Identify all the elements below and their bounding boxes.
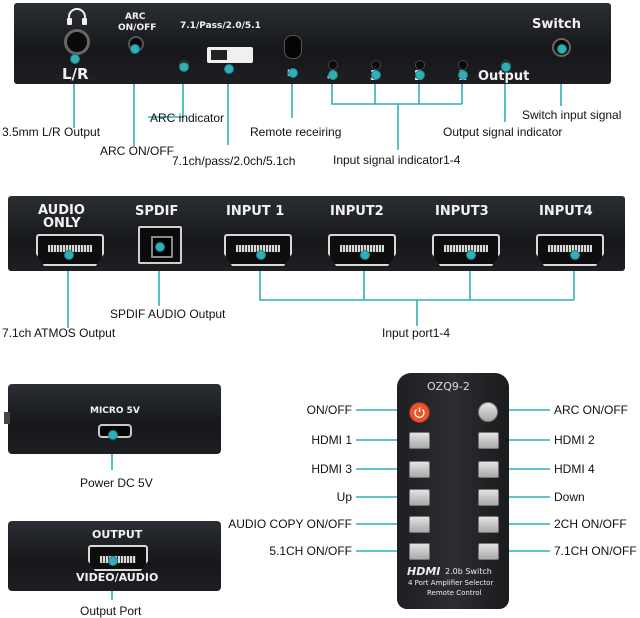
back-panel: AUDIO ONLY SPDIF INPUT 1 INPUT2 INPUT3 I… — [8, 196, 625, 271]
silk-arc: ARC — [125, 12, 146, 22]
silk-spdif: SPDIF — [135, 204, 179, 219]
ir-receiver — [284, 35, 302, 59]
remote-down-button[interactable] — [478, 489, 499, 506]
remote-label-down: Down — [554, 490, 585, 504]
remote-power-button[interactable] — [409, 402, 430, 423]
remote-7-1ch-button[interactable] — [478, 543, 499, 560]
headphone-icon — [67, 8, 87, 25]
spdif-optical-port[interactable] — [138, 226, 182, 264]
hdmi-output-port[interactable] — [88, 545, 148, 571]
callout-lr-output: 3.5mm L/R Output — [2, 125, 101, 139]
power-icon — [414, 407, 425, 418]
remote-label-hdmi2: HDMI 2 — [554, 433, 595, 447]
remote-label-audio-copy: AUDIO COPY ON/OFF — [228, 517, 352, 531]
remote-hdmi4-button[interactable] — [478, 461, 499, 478]
silk-input-2-back: INPUT2 — [330, 204, 384, 219]
silk-mode: 7.1/Pass/2.0/5.1 — [180, 21, 261, 31]
remote-label-arc: ARC ON/OFF — [554, 403, 628, 417]
remote-arc-button[interactable] — [478, 402, 498, 422]
remote-logo-suffix: 2.0b Switch — [445, 567, 492, 576]
remote-label-hdmi4: HDMI 4 — [554, 462, 595, 476]
callout-output-indicator: Output signal indicator — [443, 125, 563, 139]
silk-audio: AUDIO — [38, 203, 85, 218]
remote-label-hdmi1: HDMI 1 — [311, 433, 352, 447]
remote-label-hdmi3: HDMI 3 — [311, 462, 352, 476]
silk-output: Output — [478, 69, 530, 84]
callout-remote-receiver: Remote receiring — [250, 125, 342, 139]
front-panel: L/R ARC ON/OFF 7.1/Pass/2.0/5.1 IR 4 3 2… — [14, 3, 611, 84]
remote-label-2ch: 2CH ON/OFF — [554, 517, 627, 531]
remote-hdmi3-button[interactable] — [409, 461, 430, 478]
input-led-4 — [328, 60, 338, 70]
remote-2ch-button[interactable] — [478, 516, 499, 533]
silk-micro-5v: MICRO 5V — [90, 406, 140, 416]
remote-control: OZQ9-2 HDMI 2.0b Switch 4 Port Amplifier… — [397, 373, 509, 609]
remote-hdmi2-button[interactable] — [478, 432, 499, 449]
silk-lr: L/R — [62, 65, 89, 83]
hdmi-input-3-port[interactable] — [432, 234, 500, 266]
callout-atmos: 7.1ch ATMOS Output — [2, 326, 116, 340]
silk-only: ONLY — [43, 216, 81, 231]
callout-mode-switch: 7.1ch/pass/2.0ch/5.1ch — [172, 154, 296, 168]
remote-subtitle-1: 4 Port Amplifier Selector — [408, 579, 494, 587]
remote-up-button[interactable] — [409, 489, 430, 506]
hdmi-input-4-port[interactable] — [536, 234, 604, 266]
remote-label-up: Up — [336, 490, 352, 504]
mode-switch[interactable] — [207, 47, 253, 63]
callout-power: Power DC 5V — [80, 476, 153, 490]
remote-audio-copy-button[interactable] — [409, 516, 430, 533]
silk-input-4-back: INPUT4 — [539, 204, 593, 219]
callout-arc-onoff: ARC ON/OFF — [100, 144, 174, 158]
silk-input-1-back: INPUT 1 — [226, 204, 285, 219]
input-led-1 — [458, 60, 468, 70]
input-led-3 — [371, 60, 381, 70]
silk-output-side: OUTPUT — [92, 528, 143, 541]
remote-5-1ch-button[interactable] — [409, 543, 430, 560]
silk-switch: Switch — [532, 17, 582, 32]
remote-subtitle-2: Remote Control — [427, 589, 482, 597]
callout-spdif: SPDIF AUDIO Output — [110, 307, 226, 321]
callout-input-ports: Input port1-4 — [382, 326, 451, 340]
silk-input-3-back: INPUT3 — [435, 204, 489, 219]
input-led-2 — [415, 60, 425, 70]
remote-hdmi1-button[interactable] — [409, 432, 430, 449]
callout-switch-input: Switch input signal — [522, 108, 622, 122]
remote-model: OZQ9-2 — [427, 380, 470, 393]
callout-input-indicator: Input signal indicator1-4 — [333, 153, 461, 167]
hdmi-input-1-port[interactable] — [224, 234, 292, 266]
remote-hdmi-logo: HDMI — [407, 565, 441, 578]
silk-video-audio: VIDEO/AUDIO — [76, 571, 159, 584]
callout-arc-indicator: ARC indicator — [150, 111, 225, 125]
remote-label-7-1ch: 7.1CH ON/OFF — [554, 544, 637, 558]
remote-label-5-1ch: 5.1CH ON/OFF — [269, 544, 352, 558]
remote-label-onoff: ON/OFF — [306, 403, 352, 417]
side-view-power: MICRO 5V — [4, 384, 221, 454]
callout-output-port: Output Port — [80, 604, 142, 618]
lr-output-jack[interactable] — [64, 29, 90, 55]
silk-arc-onoff: ON/OFF — [118, 23, 157, 33]
